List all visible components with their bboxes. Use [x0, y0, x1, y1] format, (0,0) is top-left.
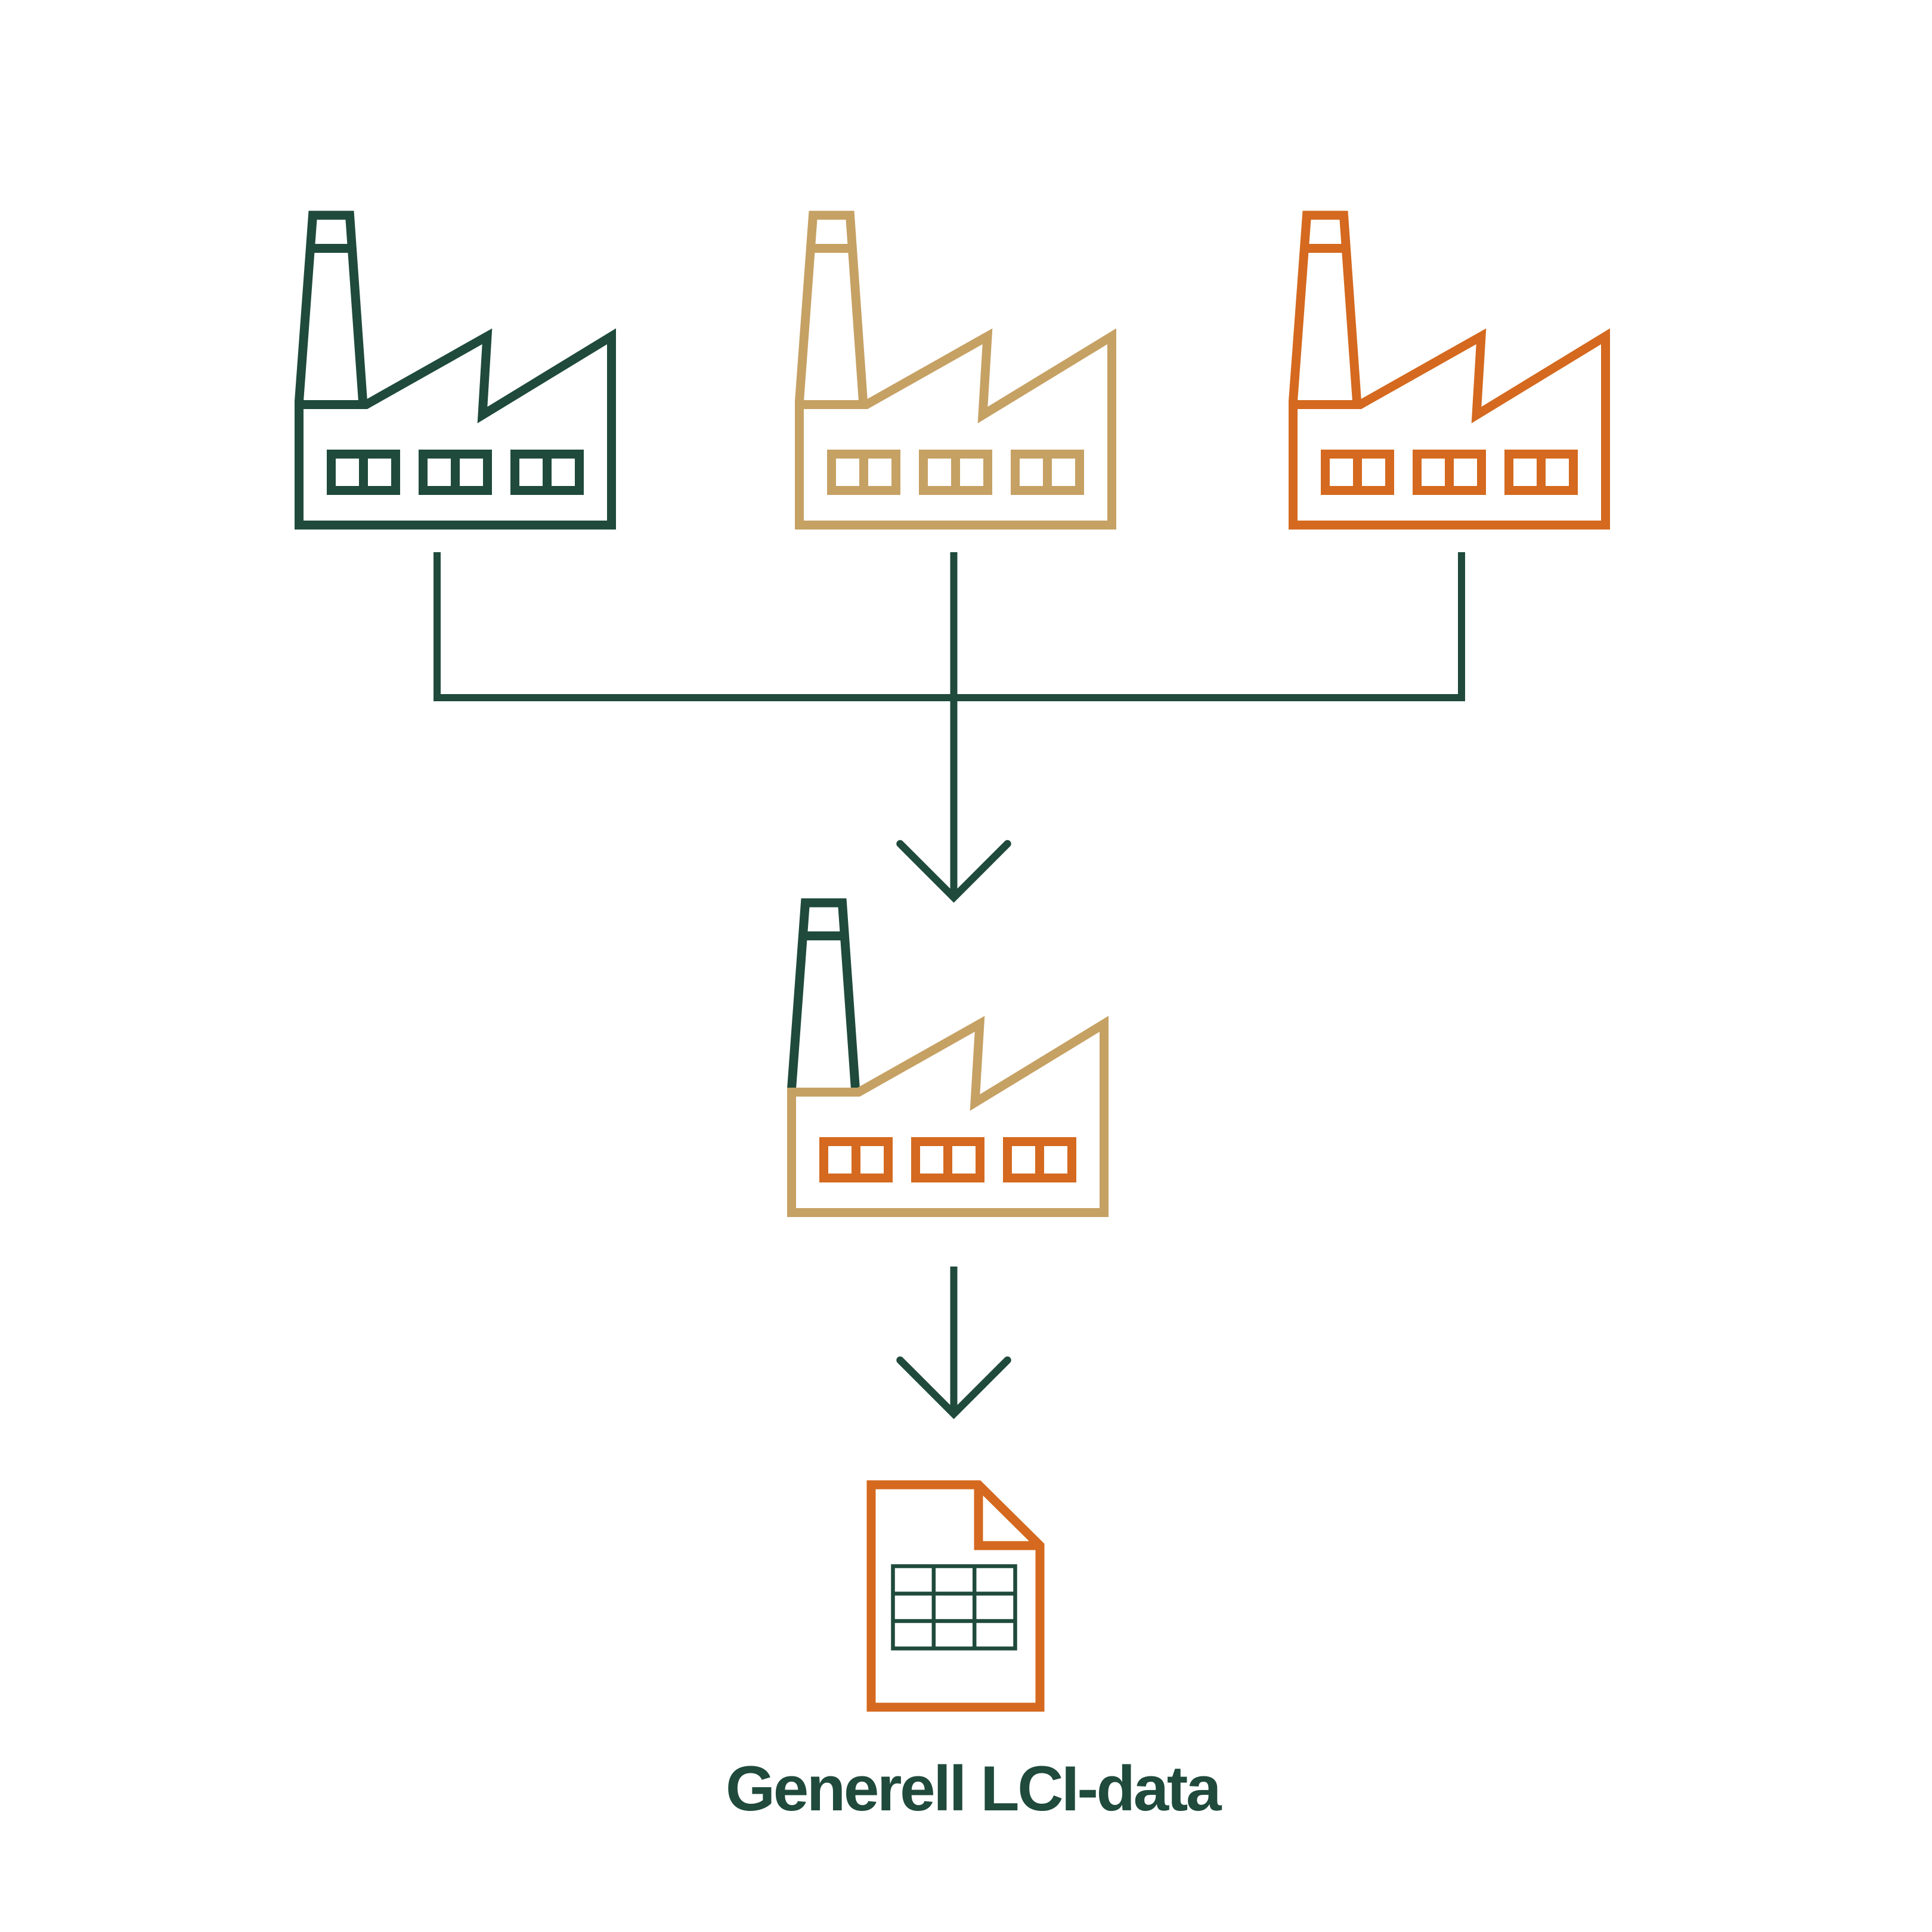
factory-3-windows [1326, 454, 1574, 491]
diagram-caption: Generell LCI-data [726, 1753, 1222, 1824]
factory-2-chimney [800, 215, 863, 401]
factory-2-windows [832, 454, 1080, 491]
connector-bracket [434, 552, 1465, 701]
factory-icon-aggregated [792, 903, 1104, 1213]
factory-4-body [792, 1024, 1104, 1213]
factory-1-body [299, 336, 612, 525]
output-connector [896, 1267, 1011, 1419]
factory-icon-plant-2 [800, 215, 1112, 525]
merge-connector [434, 552, 1465, 903]
factory-4-chimney [792, 903, 856, 1089]
factory-1-chimney [299, 215, 363, 401]
factory-3-chimney [1293, 215, 1357, 401]
arrow-1-head-icon [896, 840, 1011, 903]
arrow-2-head-icon [896, 1356, 1011, 1419]
document-table-grid-icon [891, 1564, 1017, 1651]
document-page-outline [866, 1480, 1045, 1712]
factory-3-body [1293, 336, 1606, 525]
factory-4-windows [824, 1142, 1072, 1178]
factory-icon-plant-3 [1293, 215, 1606, 525]
factory-1-windows [332, 454, 580, 491]
factory-2-body [800, 336, 1112, 525]
lci-document-icon [866, 1480, 1045, 1712]
factory-icon-plant-1 [299, 215, 612, 525]
